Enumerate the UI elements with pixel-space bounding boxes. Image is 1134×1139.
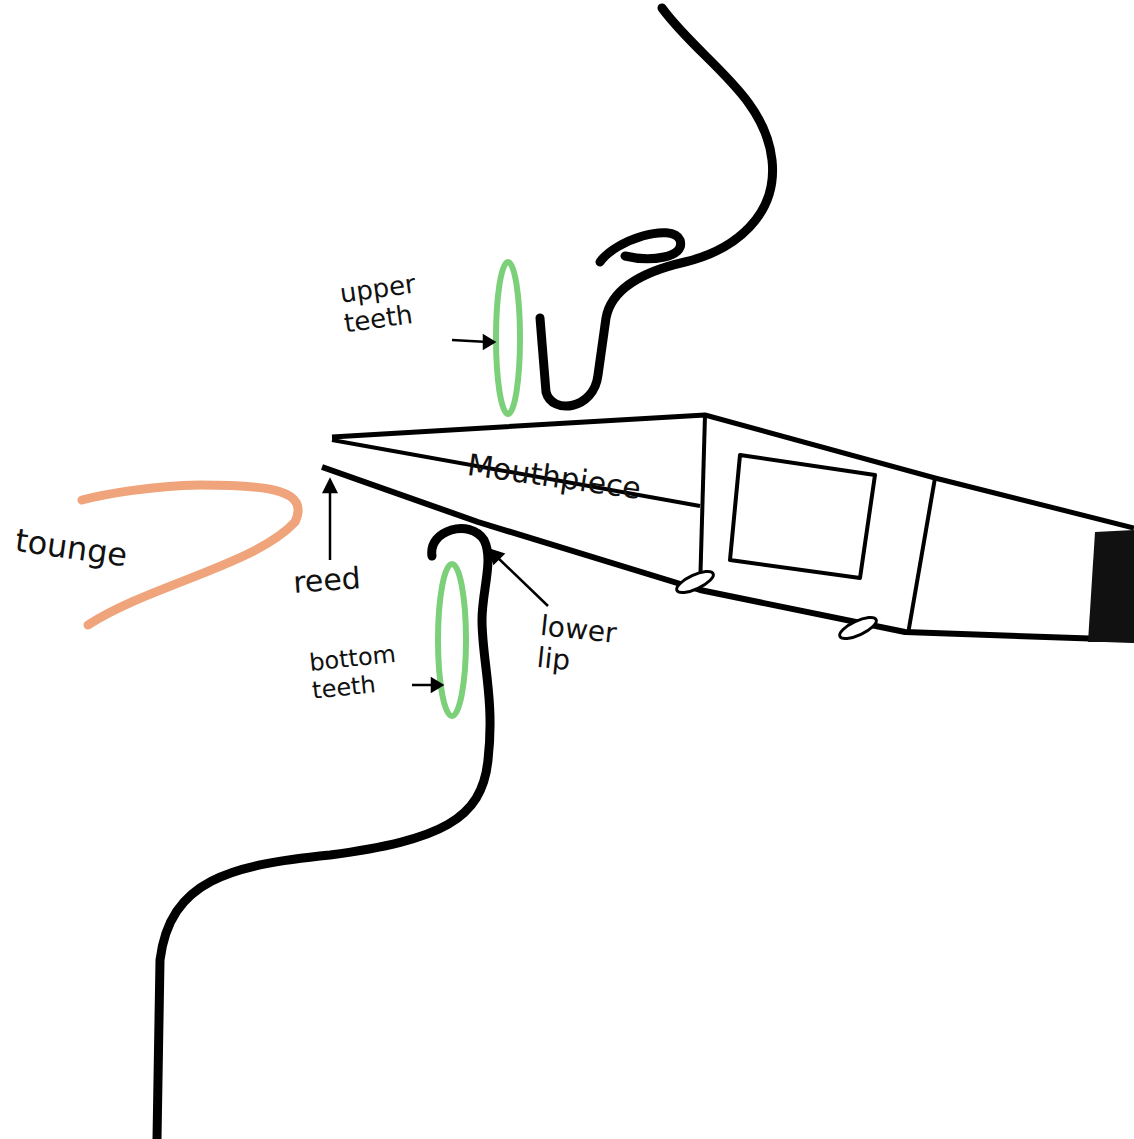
part-label: reed: [292, 561, 362, 600]
part-label: bottom teeth: [308, 640, 413, 705]
nostril: [600, 233, 681, 262]
lower-lip-chin: [157, 529, 490, 1139]
mouthpiece-end: [1088, 530, 1134, 642]
leader-lines: [324, 336, 548, 691]
part-label: tounge: [13, 522, 130, 574]
part-label: upper teeth: [338, 265, 455, 340]
bottom-teeth-mark: [438, 564, 466, 716]
mouthpiece-drawing: [322, 415, 1134, 640]
face-profile: [540, 8, 773, 406]
ligature-screw: [837, 613, 879, 643]
part-label: Mouthpiece: [465, 448, 643, 506]
upper-teeth-mark: [496, 262, 520, 414]
part-label: lower lip: [535, 610, 651, 686]
ligature-screw: [674, 567, 716, 597]
